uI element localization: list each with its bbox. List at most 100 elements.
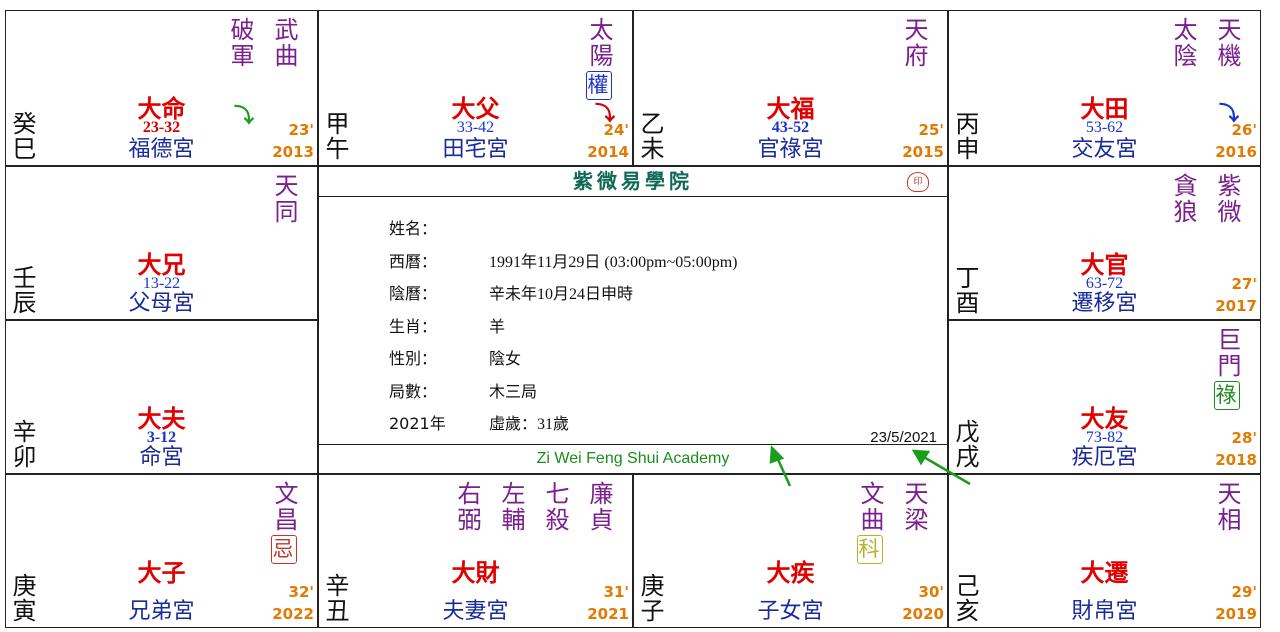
info-label: 2021年 bbox=[389, 414, 446, 434]
ziwei-chart: 武曲 破軍 大命 23-32 福德宮 癸巳 23' 2013 ⤵ 太陽權 大父 … bbox=[5, 10, 1261, 628]
academy-title-en: Zi Wei Feng Shui Academy bbox=[319, 444, 947, 473]
blue-arrow-icon: ⤵ bbox=[1219, 101, 1239, 125]
chart-date: 23/5/2021 bbox=[870, 429, 937, 446]
star-list: 文昌忌 bbox=[269, 481, 299, 565]
palace-cell-si[interactable]: 武曲 破軍 大命 23-32 福德宮 癸巳 23' 2013 ⤵ bbox=[5, 10, 318, 166]
stem-branch: 丙申 bbox=[951, 111, 979, 161]
palace-name: 遷移宮 bbox=[1071, 291, 1138, 316]
info-value: 木三局 bbox=[489, 383, 538, 401]
palace-cell-xu[interactable]: 巨門祿 大友 73-82 疾厄宮 戊戌 28' 2018 bbox=[948, 320, 1261, 474]
star: 天機 bbox=[1213, 17, 1241, 69]
age-label: 24' bbox=[603, 121, 629, 139]
decade-label: 大福 bbox=[766, 95, 815, 123]
decade-label: 大友 bbox=[1080, 405, 1129, 433]
age-label: 30' bbox=[918, 583, 944, 601]
year-label: 2013 bbox=[272, 143, 314, 161]
decade-label: 大夫 bbox=[137, 405, 186, 433]
star: 右弼 bbox=[453, 481, 481, 533]
palace-name: 田宅宮 bbox=[442, 137, 509, 162]
star-list: 紫微 貪狼 bbox=[1168, 173, 1242, 225]
palace-cell-chou[interactable]: 廉貞 七殺 左輔 右弼 大財 夫妻宮 辛丑 31' 2021 bbox=[318, 474, 633, 628]
star: 巨門祿 bbox=[1212, 327, 1242, 411]
decade-range: 3-12 bbox=[146, 429, 177, 446]
star: 文曲科 bbox=[855, 481, 885, 565]
star-list: 天相 bbox=[1212, 481, 1242, 533]
info-value: 羊 bbox=[489, 318, 506, 336]
age-label: 31' bbox=[603, 583, 629, 601]
palace-cell-chen[interactable]: 天同 大兄 13-22 父母宮 壬辰 bbox=[5, 166, 318, 320]
stem-branch: 戊戌 bbox=[951, 419, 979, 469]
info-value: 辛未年10月24日申時 bbox=[489, 286, 634, 304]
decade-label: 大田 bbox=[1080, 95, 1129, 123]
stem-branch: 庚子 bbox=[636, 573, 664, 623]
star: 破軍 bbox=[226, 17, 254, 69]
info-value: 陰女 bbox=[489, 351, 522, 369]
star-list: 天梁 文曲科 bbox=[855, 481, 929, 565]
power-transform-badge: 權 bbox=[586, 71, 612, 101]
palace-name: 子女宮 bbox=[757, 599, 824, 624]
palace-cell-mao[interactable]: 大夫 3-12 命宮 辛卯 bbox=[5, 320, 318, 474]
info-row: 局數：木三局 bbox=[389, 374, 738, 407]
palace-cell-wu[interactable]: 太陽權 大父 33-42 田宅宮 甲午 24' 2014 ⤵ bbox=[318, 10, 633, 166]
year-label: 2019 bbox=[1215, 605, 1257, 623]
star-list: 巨門祿 bbox=[1212, 327, 1242, 411]
year-label: 2018 bbox=[1215, 451, 1257, 469]
palace-name: 財帛宮 bbox=[1071, 599, 1138, 624]
wealth-transform-badge: 祿 bbox=[1214, 381, 1240, 411]
star: 天同 bbox=[270, 173, 298, 225]
stem-branch: 甲午 bbox=[321, 111, 349, 161]
star: 貪狼 bbox=[1169, 173, 1197, 225]
green-arrow-icon: ⤵ bbox=[234, 103, 254, 127]
info-label: 陰曆： bbox=[389, 284, 438, 304]
star-list: 天府 bbox=[899, 17, 929, 69]
academy-title-cn: 紫微易學院 bbox=[319, 167, 947, 197]
info-label: 姓名： bbox=[389, 219, 438, 239]
decade-label: 大財 bbox=[451, 559, 500, 587]
stem-branch: 辛卯 bbox=[8, 419, 36, 469]
info-label: 性別： bbox=[389, 349, 438, 369]
palace-name: 命宮 bbox=[139, 445, 184, 470]
birth-info-list: 姓名： 西曆：1991年11月29日 (03:00pm~05:00pm) 陰曆：… bbox=[389, 211, 738, 439]
palace-cell-wei[interactable]: 天府 大福 43-52 官祿宮 乙未 25' 2015 bbox=[633, 10, 948, 166]
decade-label: 大官 bbox=[1080, 251, 1129, 279]
year-label: 2016 bbox=[1215, 143, 1257, 161]
palace-name: 交友宮 bbox=[1071, 137, 1138, 162]
star-list: 天同 bbox=[269, 173, 299, 225]
star-list: 廉貞 七殺 左輔 右弼 bbox=[452, 481, 614, 533]
year-label: 2021 bbox=[587, 605, 629, 623]
decade-range: 23-32 bbox=[142, 119, 181, 136]
star: 廉貞 bbox=[585, 481, 613, 533]
star: 文昌忌 bbox=[269, 481, 299, 565]
palace-cell-shen[interactable]: 天機 太陰 大田 53-62 交友宮 丙申 26' 2016 ⤵ bbox=[948, 10, 1261, 166]
palace-cell-zi[interactable]: 天梁 文曲科 大疾 子女宮 庚子 30' 2020 bbox=[633, 474, 948, 628]
taboo-transform-badge: 忌 bbox=[271, 535, 297, 565]
stem-branch: 己亥 bbox=[951, 573, 979, 623]
year-label: 2015 bbox=[902, 143, 944, 161]
decade-label: 大遷 bbox=[1080, 559, 1129, 587]
star: 左輔 bbox=[497, 481, 525, 533]
palace-cell-yin[interactable]: 文昌忌 大子 兄弟宮 庚寅 32' 2022 bbox=[5, 474, 318, 628]
palace-cell-you[interactable]: 紫微 貪狼 大官 63-72 遷移宮 丁酉 27' 2017 bbox=[948, 166, 1261, 320]
info-row: 西曆：1991年11月29日 (03:00pm~05:00pm) bbox=[389, 244, 738, 277]
decade-range: 53-62 bbox=[1085, 119, 1124, 136]
decade-label: 大疾 bbox=[766, 559, 815, 587]
year-label: 2022 bbox=[272, 605, 314, 623]
star: 太陰 bbox=[1169, 17, 1197, 69]
year-label: 2014 bbox=[587, 143, 629, 161]
age-label: 25' bbox=[918, 121, 944, 139]
decade-label: 大命 bbox=[137, 95, 186, 123]
info-row: 生肖：羊 bbox=[389, 309, 738, 342]
academy-seal-icon: 印 bbox=[907, 172, 929, 192]
palace-cell-hai[interactable]: 天相 大遷 財帛宮 己亥 29' 2019 bbox=[948, 474, 1261, 628]
age-label: 26' bbox=[1231, 121, 1257, 139]
fame-transform-badge: 科 bbox=[857, 535, 883, 565]
decade-label: 大子 bbox=[137, 559, 186, 587]
star: 武曲 bbox=[270, 17, 298, 69]
age-label: 29' bbox=[1231, 583, 1257, 601]
decade-range: 73-82 bbox=[1085, 429, 1124, 446]
year-label: 2020 bbox=[902, 605, 944, 623]
info-row: 陰曆： 辛未年10月24日申時 bbox=[389, 276, 738, 309]
info-value: 虛歲：31歲 bbox=[489, 416, 570, 434]
center-info-panel: 紫微易學院 印 姓名： 西曆：1991年11月29日 (03:00pm~05:0… bbox=[318, 166, 948, 474]
stem-branch: 辛丑 bbox=[321, 573, 349, 623]
